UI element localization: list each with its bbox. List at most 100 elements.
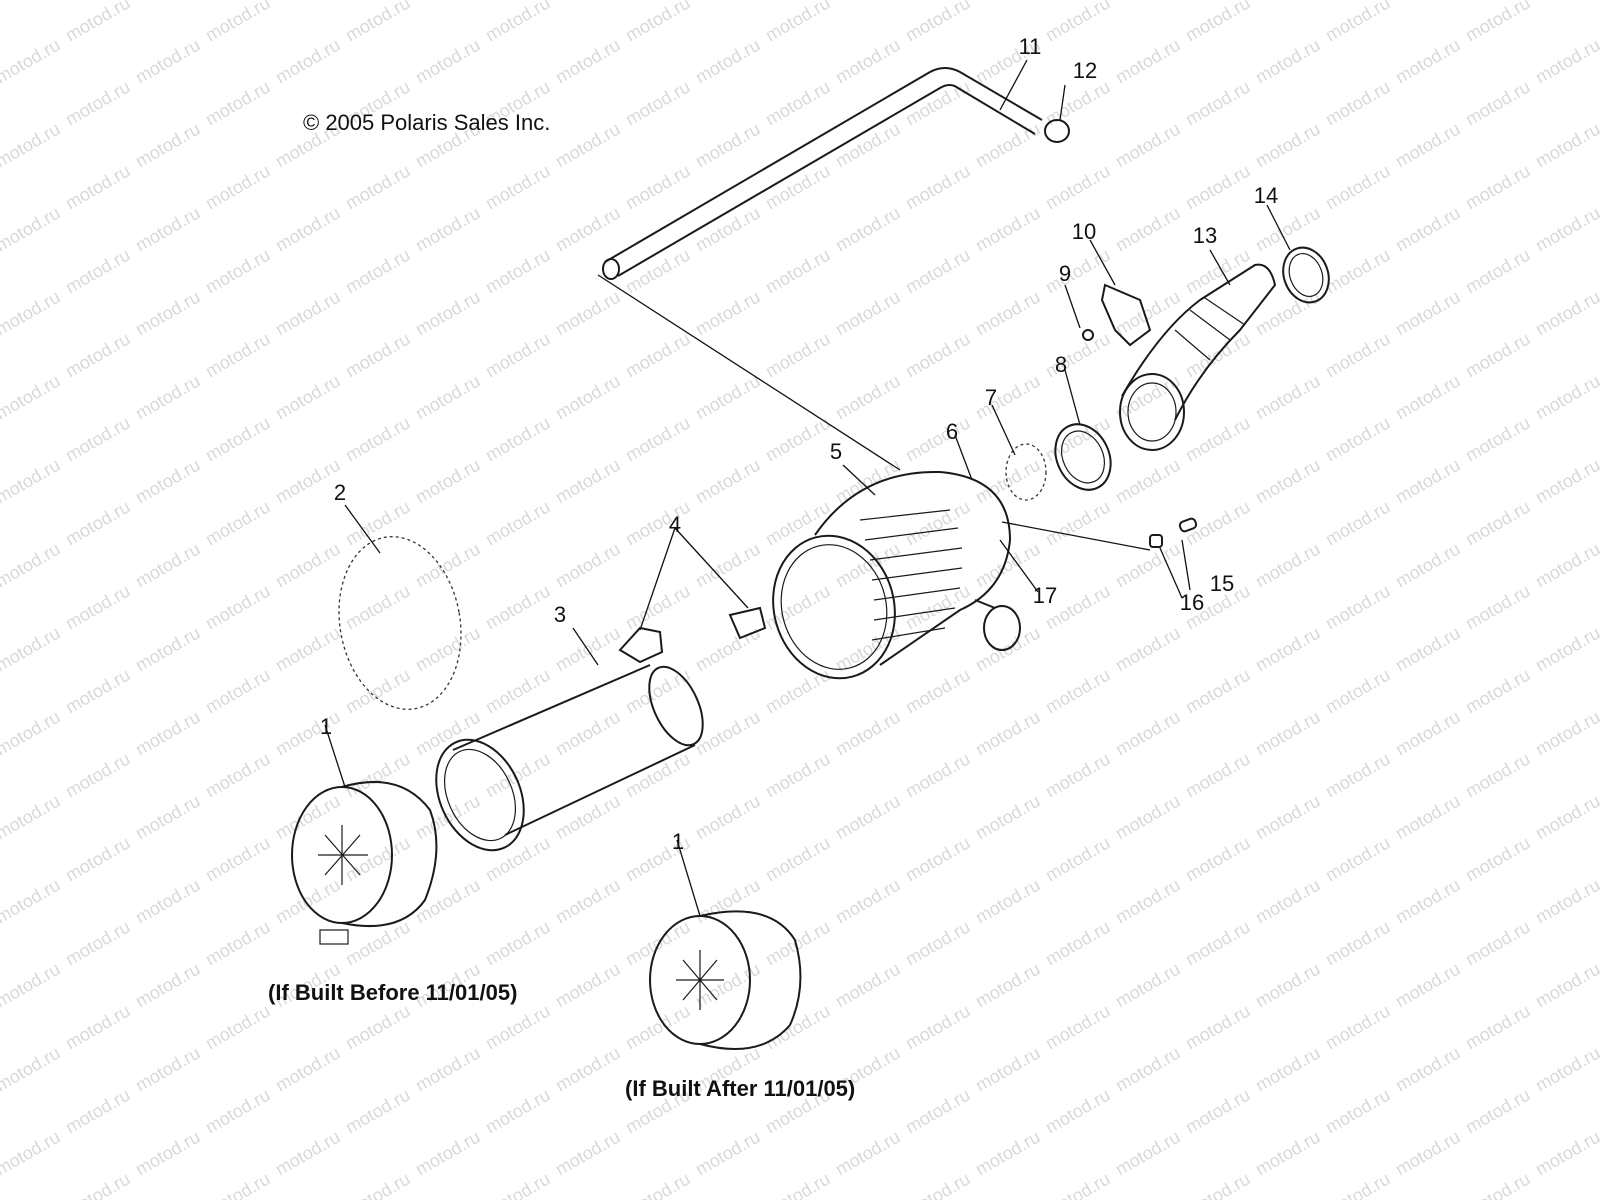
watermark-text: motod.ru (342, 581, 414, 634)
watermark-text: motod.ru (342, 749, 414, 802)
watermark-text: motod.ru (272, 0, 344, 3)
watermark-text: motod.ru (622, 497, 694, 550)
watermark-text: motod.ru (692, 455, 764, 508)
watermark-text: motod.ru (1252, 371, 1324, 424)
watermark-text: motod.ru (342, 245, 414, 298)
watermark-text: motod.ru (202, 1169, 274, 1200)
watermark-text: motod.ru (272, 707, 344, 760)
watermark-text: motod.ru (1322, 1085, 1394, 1138)
watermark-text: motod.ru (0, 35, 64, 88)
watermark-text: motod.ru (62, 497, 134, 550)
watermark-text: motod.ru (552, 707, 624, 760)
watermark-text: motod.ru (1462, 1085, 1534, 1138)
watermark-text: motod.ru (0, 539, 64, 592)
watermark-text: motod.ru (272, 35, 344, 88)
watermark-text: motod.ru (1042, 917, 1114, 970)
watermark-text: motod.ru (202, 833, 274, 886)
watermark-text: motod.ru (1392, 119, 1464, 172)
watermark-text: motod.ru (972, 119, 1044, 172)
watermark-text: motod.ru (342, 0, 414, 45)
callout-7: 7 (984, 385, 998, 410)
watermark-text: motod.ru (1182, 161, 1254, 214)
watermark-text: motod.ru (972, 287, 1044, 340)
watermark-text: motod.ru (622, 581, 694, 634)
watermark-text: motod.ru (482, 497, 554, 550)
watermark-text: motod.ru (552, 35, 624, 88)
watermark-text: motod.ru (1462, 329, 1534, 382)
breather-tube (602, 67, 1043, 280)
watermark-text: motod.ru (132, 203, 204, 256)
watermark-text: motod.ru (62, 1001, 134, 1054)
cover-gasket (338, 536, 462, 710)
watermark-text: motod.ru (902, 833, 974, 886)
watermark-text: motod.ru (1112, 707, 1184, 760)
watermark-text: motod.ru (1182, 413, 1254, 466)
watermark-text: motod.ru (482, 749, 554, 802)
callout-2: 2 (333, 480, 347, 505)
watermark-text: motod.ru (202, 1085, 274, 1138)
watermark-text: motod.ru (0, 875, 64, 928)
watermark-text: motod.ru (1112, 0, 1184, 3)
watermark-text: motod.ru (972, 1127, 1044, 1180)
watermark-text: motod.ru (1462, 917, 1534, 970)
watermark-text: motod.ru (692, 875, 764, 928)
callout-11: 11 (1018, 34, 1042, 59)
watermark-text: motod.ru (762, 749, 834, 802)
watermark-text: motod.ru (132, 539, 204, 592)
watermark-text: motod.ru (1182, 833, 1254, 886)
watermark-text: motod.ru (1042, 329, 1114, 382)
watermark-text: motod.ru (62, 833, 134, 886)
callout-5: 5 (829, 439, 843, 464)
mounting-bracket (1100, 283, 1152, 347)
watermark-text: motod.ru (902, 917, 974, 970)
tube-fitting-15 (1178, 517, 1198, 533)
watermark-text: motod.ru (832, 791, 904, 844)
watermark-text: motod.ru (972, 1043, 1044, 1096)
watermark-text: motod.ru (1462, 749, 1534, 802)
small-clamp (1044, 119, 1070, 143)
watermark-text: motod.ru (902, 1085, 974, 1138)
watermark-text: motod.ru (272, 287, 344, 340)
watermark-text: motod.ru (1322, 0, 1394, 45)
watermark-text: motod.ru (832, 0, 904, 3)
watermark-text: motod.ru (1322, 833, 1394, 886)
watermark-text: motod.ru (552, 203, 624, 256)
filter-cover-before (291, 780, 438, 945)
watermark-text: motod.ru (0, 371, 64, 424)
watermark-text: motod.ru (902, 0, 974, 45)
watermark-text: motod.ru (482, 161, 554, 214)
watermark-text: motod.ru (202, 245, 274, 298)
watermark-text: motod.ru (692, 119, 764, 172)
watermark-text: motod.ru (902, 161, 974, 214)
watermark-text: motod.ru (0, 0, 64, 3)
watermark-text: motod.ru (1252, 0, 1324, 3)
watermark-text: motod.ru (1532, 371, 1600, 424)
watermark-text: motod.ru (1042, 749, 1114, 802)
watermark-text: motod.ru (482, 1169, 554, 1200)
watermark-text: motod.ru (1532, 119, 1600, 172)
watermark-text: motod.ru (272, 1127, 344, 1180)
watermark-text: motod.ru (1322, 1001, 1394, 1054)
watermark-text: motod.ru (552, 539, 624, 592)
watermark-text: motod.ru (1392, 371, 1464, 424)
callout-12: 12 (1072, 58, 1098, 83)
watermark-text: motod.ru (1392, 623, 1464, 676)
watermark-text: motod.ru (342, 1001, 414, 1054)
watermark-text: motod.ru (1532, 707, 1600, 760)
watermark-text: motod.ru (1112, 875, 1184, 928)
watermark-text: motod.ru (1252, 119, 1324, 172)
watermark-text: motod.ru (1042, 161, 1114, 214)
watermark-text: motod.ru (1322, 917, 1394, 970)
watermark-text: motod.ru (272, 623, 344, 676)
watermark-text: motod.ru (1322, 581, 1394, 634)
watermark-text: motod.ru (1462, 0, 1534, 45)
watermark-text: motod.ru (762, 161, 834, 214)
watermark-text: motod.ru (412, 371, 484, 424)
watermark-text: motod.ru (272, 455, 344, 508)
watermark-text: motod.ru (0, 707, 64, 760)
watermark-text: motod.ru (1042, 245, 1114, 298)
watermark-text: motod.ru (972, 371, 1044, 424)
watermark-text: motod.ru (1182, 497, 1254, 550)
